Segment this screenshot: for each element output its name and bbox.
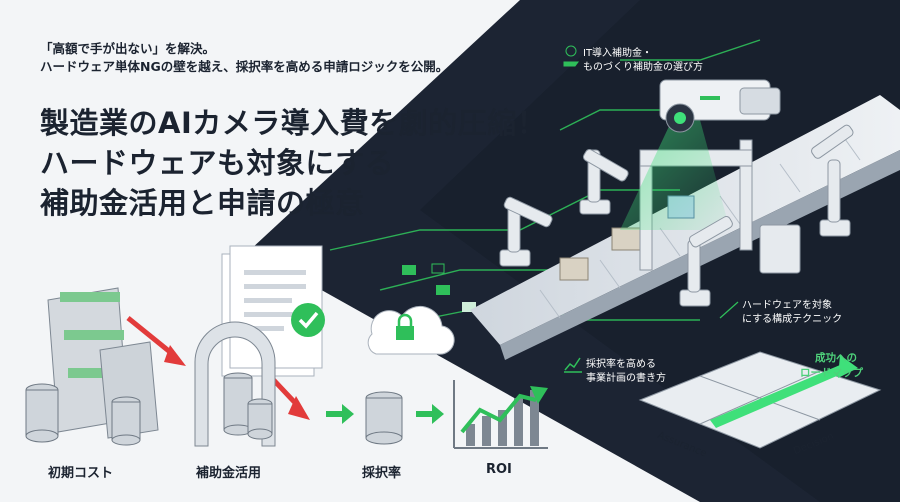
step-label-initial-cost: 初期コスト [48, 466, 114, 481]
subheading-line-1: 「高額で手が出ない」を解決。 [40, 41, 216, 56]
coin-bill-icon [563, 45, 579, 67]
red-arrow-1 [126, 316, 186, 366]
robot-arm-1 [499, 196, 553, 267]
money-stack-initial [47, 287, 159, 439]
title-line-1: 製造業のAIカメラ導入費を劇的圧縮！ [40, 106, 547, 140]
chart-up-icon [564, 357, 582, 373]
control-panel [759, 224, 801, 274]
step-label-adoption-rate: 採択率 [362, 466, 402, 481]
annotation-plan-2: 事業計画の書き方 [586, 373, 666, 384]
step-label-subsidy: 補助金活用 [196, 466, 262, 481]
subheading-line-2: ハードウェア単体NGの壁を越え、採択率を高める申請ロジックを公開。 [40, 59, 449, 74]
robot-arm-3 [679, 215, 733, 307]
coin-stack-rate [365, 391, 403, 445]
decision-matrix [638, 351, 882, 449]
robot-arm-4 [811, 124, 854, 237]
annotation-hardware-2: にする構成テクニック [742, 314, 843, 325]
ai-camera [659, 79, 781, 133]
green-arrow-1 [326, 404, 354, 424]
circuit-nodes [402, 263, 476, 312]
cloud-lock-icon [367, 306, 455, 355]
robot-arm-2 [579, 148, 629, 215]
camera-beam [620, 120, 730, 230]
title-line-3: 補助金活用と申請の極意 [40, 186, 365, 220]
annotation-subsidy-2: ものづくり補助金の選び方 [583, 62, 703, 73]
title-line-2: ハードウェアも対象にする [40, 146, 395, 180]
green-arrow-2 [416, 404, 444, 424]
step-label-roi: ROI [486, 462, 512, 477]
annotation-roadmap-2: ロードマップ [800, 367, 863, 379]
check-icon [291, 303, 325, 337]
coin-stack-initial [25, 383, 141, 446]
roi-chart [453, 380, 548, 449]
callout-line [719, 301, 739, 319]
annotation-hardware-1: ハードウェアを対象 [742, 300, 832, 311]
annotation-subsidy-1: IT導入補助金・ [583, 48, 653, 59]
coin-stack-subsidy [223, 372, 273, 440]
annotation-roadmap-1: 成功への [815, 352, 857, 364]
annotation-plan-1: 採択率を高める [586, 359, 656, 370]
